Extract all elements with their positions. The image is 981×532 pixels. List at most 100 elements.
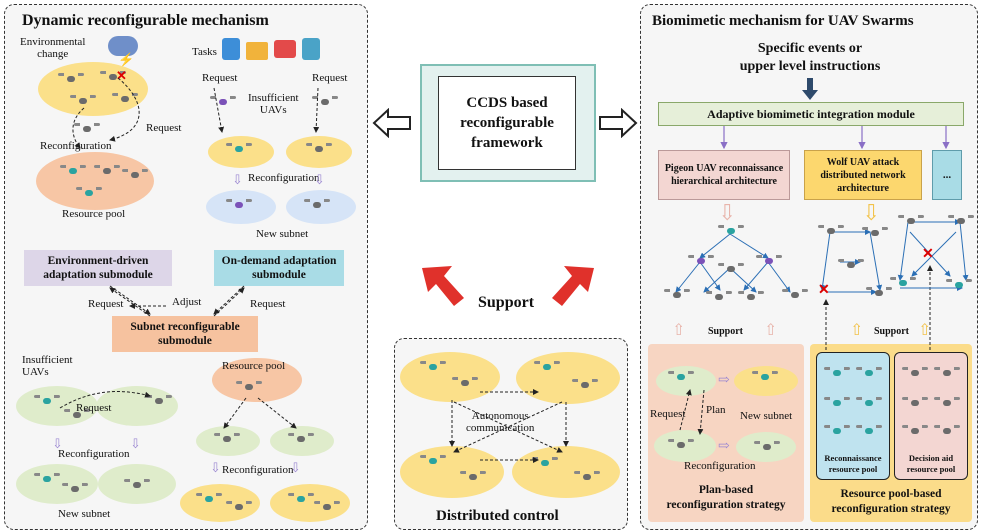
cluster-ellipse bbox=[400, 446, 504, 498]
network-link bbox=[959, 221, 969, 281]
lightning-icon: ⚡ bbox=[118, 52, 135, 67]
purple-right-arrow: ⇨ bbox=[718, 373, 730, 388]
support-arrow-left-icon bbox=[418, 262, 466, 310]
decision-pool-label: Decision aid resource pool bbox=[906, 453, 956, 474]
video-icon bbox=[274, 40, 296, 58]
uav-icon bbox=[706, 290, 732, 304]
uav-icon bbox=[74, 122, 100, 136]
dashed-arrow bbox=[257, 397, 297, 429]
network-link bbox=[729, 233, 769, 259]
failure-x-icon: ✕ bbox=[922, 247, 934, 262]
dashed-arrow bbox=[679, 389, 692, 431]
support-arrow-right-icon bbox=[550, 262, 598, 310]
yellow-down-arrow: ⇩ bbox=[862, 200, 881, 225]
yellow-up-arrow: ⇧ bbox=[850, 322, 864, 339]
network-link bbox=[699, 261, 721, 291]
uav-icon bbox=[236, 380, 262, 394]
uav-icon bbox=[782, 288, 808, 302]
uav-icon bbox=[668, 438, 694, 452]
pink-up-arrow: ⇧ bbox=[672, 322, 686, 339]
uav-icon bbox=[60, 164, 86, 178]
resource-pool-label: Resource pool bbox=[222, 360, 286, 372]
uav-icon bbox=[452, 376, 478, 390]
integration-module: Adaptive biomimetic integration module bbox=[658, 102, 964, 126]
uav-icon bbox=[752, 370, 778, 384]
new-subnet-label: New subnet bbox=[740, 410, 793, 422]
uav-icon bbox=[534, 360, 560, 374]
network-link bbox=[767, 261, 791, 293]
uav-icon bbox=[574, 470, 600, 484]
adjust-label: Adjust bbox=[172, 296, 202, 308]
uav-icon bbox=[210, 95, 236, 109]
cluster-ellipse bbox=[512, 446, 620, 498]
framework-screen bbox=[438, 76, 576, 170]
network-link bbox=[699, 233, 731, 259]
resource-pool-ellipse bbox=[212, 358, 302, 402]
network-link bbox=[911, 231, 957, 277]
insufficient-uavs-label: Insufficient UAVs bbox=[22, 354, 73, 378]
uav-icon bbox=[64, 408, 90, 422]
plan-label: Plan bbox=[706, 404, 726, 416]
subnet-ellipse bbox=[654, 430, 716, 462]
support-label: Support bbox=[708, 326, 744, 337]
uav-icon bbox=[718, 262, 744, 276]
reconfiguration-label: Reconfiguration bbox=[248, 172, 320, 184]
uav-icon bbox=[898, 214, 924, 228]
resource-pool-ellipse bbox=[36, 152, 154, 210]
uav-icon bbox=[934, 424, 960, 438]
network-link bbox=[819, 231, 831, 291]
left-arrow-icon bbox=[372, 108, 412, 138]
dashed-arrow bbox=[59, 391, 151, 409]
request-label: Request bbox=[250, 298, 286, 310]
subnet-ellipse bbox=[16, 386, 98, 426]
tasks-label: Tasks bbox=[192, 46, 217, 58]
uav-icon bbox=[226, 500, 252, 514]
reconnaissance-pool-box bbox=[816, 352, 890, 480]
dashed-arrow bbox=[109, 285, 151, 315]
pink-up-arrow: ⇧ bbox=[764, 322, 778, 339]
framework-label: CCDS based reconfigurable framework bbox=[460, 95, 554, 151]
uav-icon bbox=[112, 92, 138, 106]
more-architecture-box: ... bbox=[932, 150, 962, 200]
new-subnet-label: New subnet bbox=[58, 508, 111, 520]
request-label: Request bbox=[88, 298, 124, 310]
dashed-arrow bbox=[213, 287, 245, 317]
reconfiguration-label: Reconfiguration bbox=[222, 464, 294, 476]
events-label: Specific events or upper level instructi… bbox=[739, 41, 881, 74]
uav-icon bbox=[934, 396, 960, 410]
uav-icon bbox=[314, 500, 340, 514]
dashed-arrow bbox=[313, 87, 320, 133]
dashed-arrow bbox=[213, 87, 225, 133]
uav-icon bbox=[946, 278, 972, 292]
purple-down-arrow: ⇩ bbox=[52, 436, 63, 451]
cluster-ellipse bbox=[516, 352, 620, 404]
pool-strategy-label: Resource pool-based reconfiguration stra… bbox=[831, 488, 951, 515]
yellow-up-arrow: ⇧ bbox=[918, 322, 932, 339]
request-label: Request bbox=[650, 408, 686, 420]
uav-icon bbox=[94, 164, 120, 178]
request-label: Request bbox=[312, 72, 348, 84]
new-subnet-label: New subnet bbox=[256, 228, 309, 240]
request-label: Request bbox=[76, 402, 112, 414]
reconnaissance-pool-label: Reconnaissance resource pool bbox=[824, 453, 882, 474]
network-link bbox=[675, 261, 701, 293]
uav-icon bbox=[214, 432, 240, 446]
storm-cloud-icon bbox=[108, 36, 138, 56]
pink-down-arrow: ⇩ bbox=[718, 200, 737, 225]
uav-icon bbox=[306, 142, 332, 156]
right-arrow-icon bbox=[598, 108, 638, 138]
on-demand-module: On-demand adaptation submodule bbox=[214, 250, 344, 286]
failure-x-icon: ✕ bbox=[116, 68, 127, 83]
uav-icon bbox=[572, 378, 598, 392]
uav-icon bbox=[312, 95, 338, 109]
uav-icon bbox=[948, 214, 974, 228]
resource-pool-label: Resource pool bbox=[62, 208, 126, 220]
uav-icon bbox=[62, 482, 88, 496]
network-link bbox=[909, 231, 951, 277]
uav-icon bbox=[124, 478, 150, 492]
subnet-ellipse bbox=[208, 136, 274, 168]
uav-icon bbox=[754, 440, 780, 454]
uav-icon bbox=[866, 286, 892, 300]
uav-icon bbox=[34, 394, 60, 408]
